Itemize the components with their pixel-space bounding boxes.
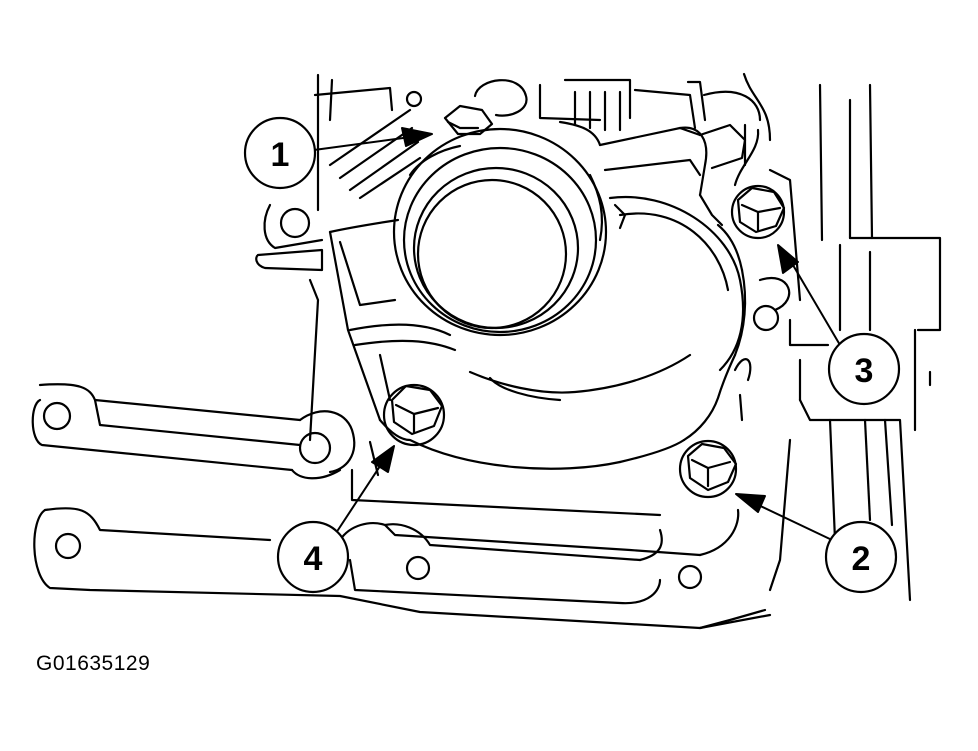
pump-housing [328,120,747,470]
arrowhead-1 [401,127,433,147]
leader-line-1 [313,135,419,151]
callout-4: 4 [276,520,350,594]
arrowhead-2 [735,493,766,513]
callout-1-label: 1 [271,136,290,174]
bolt-4 [382,383,446,447]
leader-line-2 [751,501,833,541]
callout-3-label: 3 [855,352,874,390]
callout-2-label: 2 [852,540,871,578]
leader-line-4 [337,459,385,531]
figure-id: G01635129 [36,652,151,675]
callout-leaders [313,127,841,541]
leader-line-3 [789,259,841,346]
bolt-2 [678,439,738,499]
arrowhead-3 [777,244,799,274]
arrowhead-4 [371,445,395,473]
callout-1: 1 [243,116,317,190]
callout-4-label: 4 [304,540,323,578]
bolt-3 [730,184,786,240]
engine-block [31,72,942,630]
bolt-1 [443,104,494,136]
callout-3: 3 [827,332,901,406]
callout-2: 2 [824,520,898,594]
